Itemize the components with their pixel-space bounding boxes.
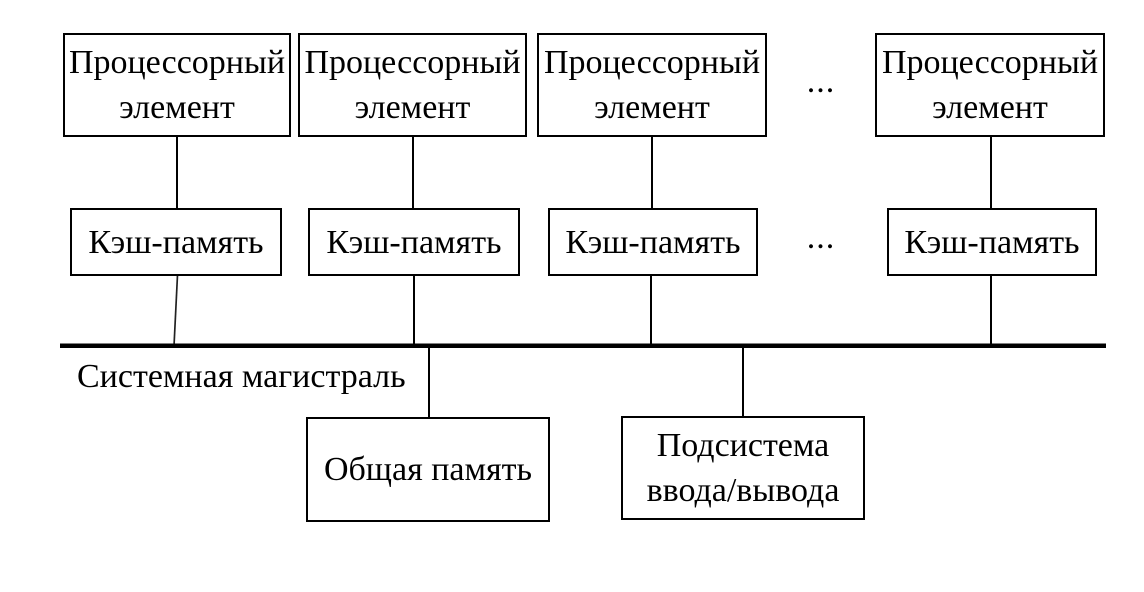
ellipsis-cache-row: ...	[806, 219, 836, 256]
cache-memory-label: Кэш-память	[565, 223, 741, 261]
cache-memory-box-1: Кэш-память	[70, 208, 282, 276]
processor-element-box-2: Процессорный элемент	[298, 33, 527, 137]
io-subsystem-box: Подсистема ввода/вывода	[621, 416, 865, 520]
processor-element-box-3: Процессорный элемент	[537, 33, 767, 137]
cache-memory-box-3: Кэш-память	[548, 208, 758, 276]
cache-memory-box-2: Кэш-память	[308, 208, 520, 276]
processor-element-label: Процессорный элемент	[543, 44, 761, 126]
io-subsystem-label: Подсистема ввода/вывода	[646, 427, 840, 509]
system-bus-label: Системная магистраль	[77, 358, 406, 395]
processor-element-box-4: Процессорный элемент	[875, 33, 1105, 137]
cache-memory-label: Кэш-память	[88, 223, 264, 261]
processor-element-label: Процессорный элемент	[304, 44, 521, 126]
shared-memory-box: Общая память	[306, 417, 550, 522]
connector-cache1-bus	[173, 274, 179, 347]
cache-memory-label: Кэш-память	[904, 223, 1080, 261]
ellipsis-processor-row: ...	[806, 63, 836, 100]
processor-element-label: Процессорный элемент	[68, 44, 286, 126]
shared-memory-label: Общая память	[323, 451, 533, 488]
cache-memory-label: Кэш-память	[326, 223, 502, 261]
processor-element-label: Процессорный элемент	[881, 44, 1099, 126]
processor-element-box-1: Процессорный элемент	[63, 33, 291, 137]
cache-memory-box-4: Кэш-память	[887, 208, 1097, 276]
